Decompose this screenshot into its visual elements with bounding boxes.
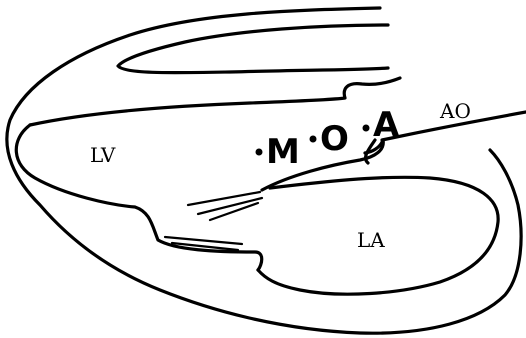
- lv-label: LV: [90, 143, 116, 167]
- septum-upper-line: [118, 25, 388, 73]
- point-a-dot: [363, 125, 370, 132]
- point-a-label: A: [373, 105, 400, 145]
- chordae-line-upper-1: [188, 192, 260, 205]
- la-label: LA: [357, 228, 385, 252]
- point-m-dot: [256, 149, 263, 156]
- point-m-label: M: [266, 132, 300, 172]
- outer-heart-contour: [7, 8, 521, 333]
- point-o-dot: [310, 136, 317, 143]
- lv-cavity-upper-wall: [30, 78, 400, 125]
- point-o-label: O: [320, 119, 349, 159]
- ao-label: AO: [439, 99, 471, 123]
